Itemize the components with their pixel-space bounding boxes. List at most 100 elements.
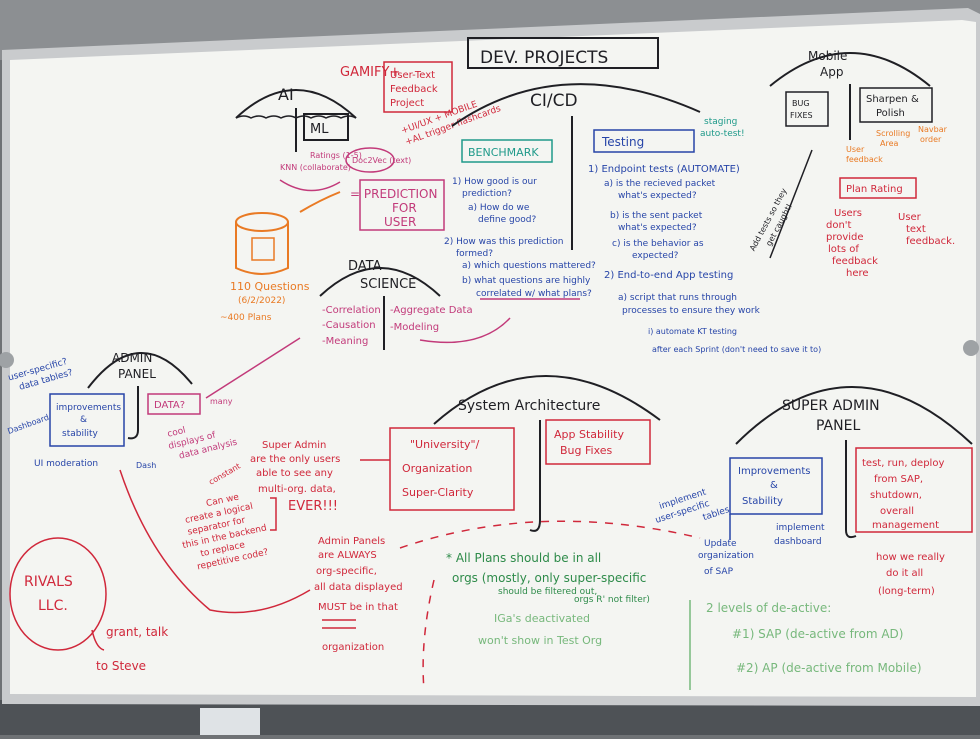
ds-item: -Causation: [322, 320, 376, 331]
questions-label: (6/2/2022): [238, 296, 285, 306]
benchmark-notes: 1) How good is our prediction? a) How do…: [444, 177, 596, 299]
sa-improvements: Improvements: [738, 466, 810, 477]
sa-red-note: (long-term): [878, 586, 935, 597]
plans-line: orgs R' not filter): [574, 595, 650, 605]
center-note: are ALWAYS: [318, 550, 377, 561]
prediction-line: USER: [384, 215, 416, 229]
questions-label: 110 Questions: [230, 280, 310, 293]
mobile-title: App: [820, 65, 843, 79]
admin-panels-note: Admin Panels are ALWAYS org-specific, al…: [314, 536, 403, 653]
users-dont-note: Users don't provide lots of feedback her…: [826, 208, 955, 279]
ai-title: AI: [278, 85, 294, 104]
doc2vec-label: Doc2Vec (text): [352, 156, 411, 165]
test-run-box: test, run, deploy from SAP, shutdown, ov…: [862, 458, 945, 597]
test-note: after each Sprint (don't need to save it…: [652, 345, 821, 354]
mobile-note: text: [906, 224, 926, 235]
sa-note: implement: [776, 523, 825, 533]
mobile-note: User: [898, 212, 922, 223]
university-box: Super-Clarity: [402, 486, 474, 499]
app-stability-box: App Stability: [554, 428, 624, 441]
test-note: what's expected?: [618, 191, 697, 201]
mobile-note: feedback: [846, 155, 883, 164]
test-note: what's expected?: [618, 223, 697, 233]
mobile-note: Navbar: [918, 125, 948, 134]
super-admin-note: Super Admin are the only users able to s…: [250, 440, 340, 514]
ai-umbrella-icon: [235, 89, 357, 119]
data-box: DATA?: [154, 400, 185, 411]
bench-note: a) which questions mattered?: [462, 261, 596, 271]
staging-note: auto-test!: [700, 129, 745, 139]
bench-note: formed?: [456, 249, 493, 259]
rivals-name: LLC.: [38, 598, 68, 614]
sa-red-note: how we really: [876, 552, 945, 563]
bug-fixes-box: BUG: [792, 99, 810, 108]
university-box: Organization: [402, 462, 472, 475]
super-admin-title: PANEL: [816, 418, 860, 434]
mobile-note: here: [846, 268, 869, 279]
gamify-label: GAMIFY+: [340, 65, 400, 80]
test-note: b) is the sent packet: [610, 211, 703, 221]
mobile-note: User: [846, 145, 865, 154]
test-note: c) is the behavior as: [612, 239, 704, 249]
deactivated-note: IGa's deactivated won't show in Test Org: [478, 612, 602, 647]
center-note: organization: [322, 642, 384, 653]
center-note: are the only users: [250, 454, 340, 465]
center-note: Super Admin: [262, 440, 326, 451]
ds-item: -Aggregate Data: [390, 305, 473, 316]
system-title: System Architecture: [458, 398, 600, 414]
sa-red-note: do it all: [886, 568, 923, 579]
rivals-note: to Steve: [96, 659, 146, 673]
bug-fixes-box: FIXES: [790, 111, 813, 120]
admin-note: many: [210, 397, 233, 406]
test-note: expected?: [632, 251, 679, 261]
bench-note: 1) How good is our: [452, 177, 537, 187]
feedback-project-line: Project: [390, 98, 424, 109]
admin-improvements: improvements: [56, 403, 121, 413]
ml-box: ML: [310, 122, 329, 137]
admin-umbrella-icon: [87, 352, 193, 389]
center-note: EVER!!!: [288, 499, 338, 514]
admin-improvements: stability: [62, 429, 98, 439]
app-stability-box: Bug Fixes: [560, 444, 613, 457]
plan-rating-box: Plan Rating: [846, 184, 903, 195]
levels-note: 2 levels of de-active: #1) SAP (de-activ…: [706, 601, 922, 675]
plans-line: should be filtered out,: [498, 587, 597, 597]
bench-note: prediction?: [462, 189, 512, 199]
sa-red-note: shutdown,: [870, 490, 922, 501]
center-note: org-specific,: [316, 566, 377, 577]
center-note: MUST be in that: [318, 602, 398, 613]
benchmark-box: BENCHMARK: [468, 146, 539, 159]
bench-note: 2) How was this prediction: [444, 237, 563, 247]
mobile-umbrella-icon: [769, 52, 931, 87]
ds-item: -Correlation: [322, 305, 381, 316]
feedback-project-line: Feedback: [390, 84, 438, 95]
sa-improvements: &: [770, 480, 778, 491]
super-admin-title: SUPER ADMIN: [782, 398, 880, 414]
rivals-circle: [9, 537, 107, 651]
sa-note: dashboard: [774, 537, 822, 547]
test-note: a) is the recieved packet: [604, 179, 716, 189]
sa-red-note: from SAP,: [874, 474, 923, 485]
data-science-title: SCIENCE: [360, 277, 416, 292]
test-note: processes to ensure they work: [622, 306, 761, 316]
mobile-note: don't: [826, 220, 852, 231]
sa-red-note: overall: [880, 506, 914, 517]
deactivated-line: won't show in Test Org: [478, 634, 602, 647]
prediction-line: FOR: [392, 201, 417, 215]
center-note: all data displayed: [314, 582, 403, 593]
test-note: 1) Endpoint tests (AUTOMATE): [588, 164, 740, 175]
sa-note: Update: [704, 539, 737, 549]
rivals-name: RIVALS: [24, 574, 73, 590]
sa-red-note: test, run, deploy: [862, 458, 944, 469]
mobile-note: Scrolling: [876, 129, 910, 138]
deactivated-line: IGa's deactivated: [494, 612, 590, 625]
admin-note: Dash: [136, 461, 156, 470]
whiteboard-surface: [10, 20, 976, 697]
admin-note: cool: [166, 426, 186, 440]
bench-note: correlated w/ what plans?: [476, 289, 592, 299]
test-note: i) automate KT testing: [648, 327, 737, 336]
sa-note: organization: [698, 551, 754, 561]
admin-note: UI moderation: [34, 459, 98, 469]
mobile-note: provide: [826, 232, 864, 243]
